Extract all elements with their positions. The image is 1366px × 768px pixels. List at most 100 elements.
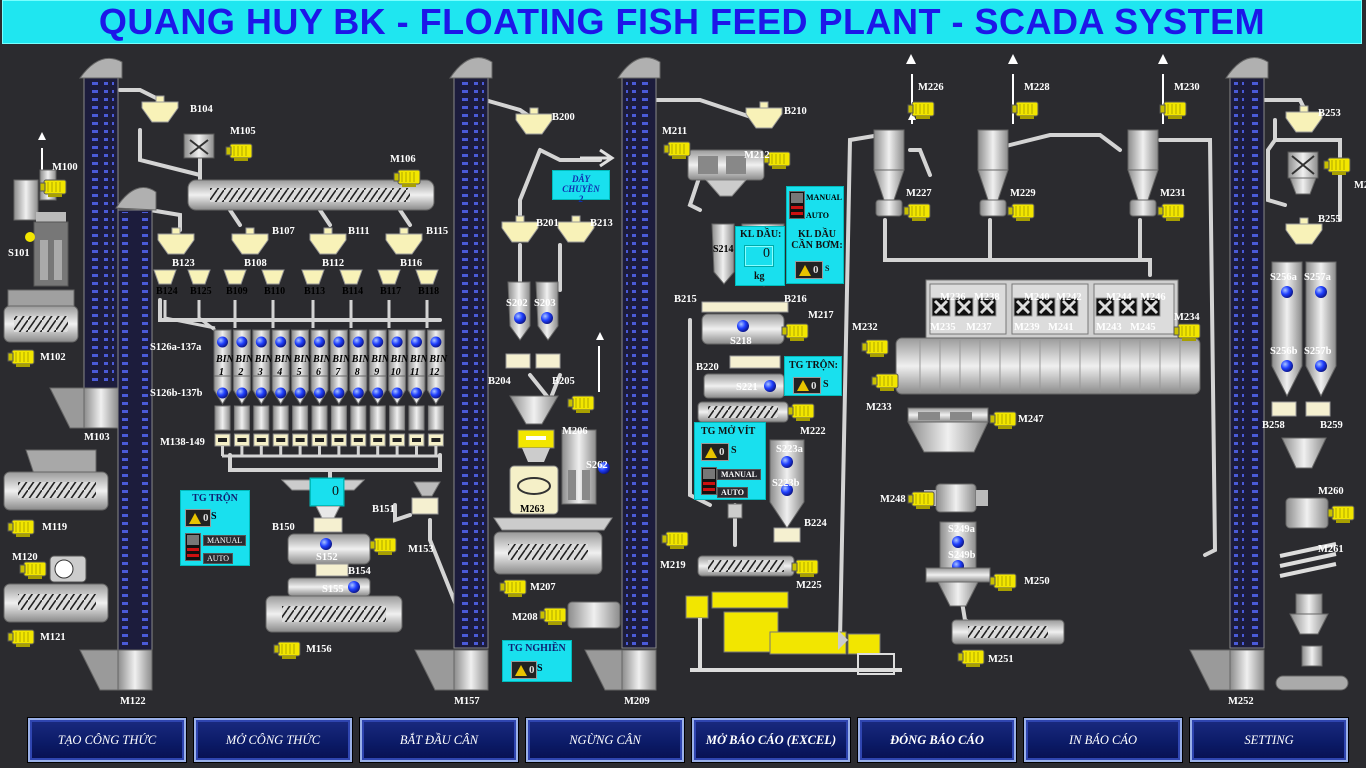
level-sensor-high (217, 336, 228, 348)
manual-auto-switch-3[interactable] (701, 467, 717, 495)
bin-prefix-label: BIN (331, 354, 351, 365)
auto-button-1[interactable]: AUTO (203, 553, 234, 564)
create-recipe-button[interactable]: TẠO CÔNG THỨC (28, 718, 186, 762)
label-m222: M222 (800, 426, 826, 437)
open-report-excel-button[interactable]: MỞ BÁO CÁO (EXCEL) (692, 718, 850, 762)
label-m242: M242 (1056, 292, 1082, 303)
label-m250: M250 (1024, 576, 1050, 587)
bin-number-label: 10 (391, 367, 401, 378)
label-b117: B117 (380, 286, 401, 297)
label-b205: B205 (552, 376, 575, 387)
intake-station (3, 132, 79, 368)
label-m230: M230 (1174, 82, 1200, 93)
label-b107: B107 (272, 226, 295, 237)
manual-auto-switch-1[interactable] (185, 533, 201, 561)
manual-auto-switch-2[interactable] (789, 191, 805, 219)
label-b115: B115 (426, 226, 448, 237)
level-sensor-low (236, 387, 248, 399)
bin-number-label: 8 (355, 367, 360, 378)
label-s152: S152 (316, 552, 338, 563)
level-sensor-low (217, 387, 228, 399)
cooler (907, 407, 1065, 668)
label-b154: B154 (348, 566, 372, 577)
kl-dau-can-bom-value[interactable]: 0 (795, 261, 823, 279)
label-b220: B220 (696, 362, 719, 373)
tg-nghien-value[interactable]: 0 (511, 661, 537, 679)
level-sensor-low (411, 387, 422, 399)
tg-mo-vit-value[interactable]: 0 (701, 443, 729, 461)
bin-number-label: 2 (237, 367, 243, 378)
setting-button[interactable]: SETTING (1190, 718, 1348, 762)
cyclone-3 (1127, 54, 1187, 222)
open-recipe-button[interactable]: MỞ CÔNG THỨC (194, 718, 352, 762)
label-b151: B151 (372, 504, 395, 515)
label-m237: M237 (966, 322, 992, 333)
label-m247: M247 (1018, 414, 1044, 425)
manual-button-1[interactable]: MANUAL (203, 535, 247, 546)
bin-number-label: 4 (276, 367, 282, 378)
label-m208: M208 (512, 612, 538, 623)
fan-icon (1013, 297, 1033, 317)
label-b204: B204 (488, 376, 512, 387)
tg-tron-value-1[interactable]: 0 (185, 509, 211, 527)
tg-tron-value-2[interactable]: 0 (793, 377, 821, 394)
print-report-button[interactable]: IN BÁO CÁO (1024, 718, 1182, 762)
kl-dau-panel: KL DẦU: 0 kg (735, 226, 785, 286)
bucket-elevator-5 (1189, 57, 1269, 691)
manual-button-2[interactable]: MANUAL (806, 193, 842, 202)
label-b114: B114 (342, 286, 363, 297)
label-m219: M219 (660, 560, 686, 571)
scale-display-1: 0 (310, 478, 344, 506)
auto-button-3[interactable]: AUTO (717, 487, 748, 498)
stop-weighing-button[interactable]: NGỪNG CÂN (526, 718, 684, 762)
fan-icon (954, 297, 974, 317)
level-sensor-low (294, 387, 306, 399)
level-sensor-low (333, 387, 345, 399)
auto-button-2[interactable]: AUTO (806, 211, 829, 220)
label-b108: B108 (244, 258, 267, 269)
start-weighing-button[interactable]: BẮT ĐẦU CÂN (360, 718, 518, 762)
label-s256b: S256b (1270, 346, 1298, 357)
label-s155: S155 (322, 584, 344, 595)
label-b104: B104 (190, 104, 214, 115)
label-m251: M251 (988, 654, 1014, 665)
label-s257a: S257a (1304, 272, 1332, 283)
label-m103: M103 (84, 432, 110, 443)
bin-prefix-label: BIN (428, 354, 448, 365)
label-m119: M119 (42, 522, 67, 533)
label-b255: B255 (1318, 214, 1341, 225)
label-m263: M263 (520, 504, 544, 515)
label-s223b: S223b (772, 478, 800, 489)
close-report-button[interactable]: ĐÓNG BÁO CÁO (858, 718, 1016, 762)
label-b224: B224 (804, 518, 828, 529)
label-m211: M211 (662, 126, 687, 137)
level-sensor-high (391, 336, 403, 348)
label-s262: S262 (586, 460, 608, 471)
label-m102: M102 (40, 352, 66, 363)
button-bar: TẠO CÔNG THỨC MỞ CÔNG THỨC BẮT ĐẦU CÂN N… (0, 712, 1366, 768)
level-sensor-low (314, 387, 325, 399)
label-m254: M254 (1354, 180, 1366, 191)
bin-prefix-label: BIN (293, 354, 313, 365)
level-sensor-high (255, 336, 267, 348)
level-sensor-high (372, 336, 384, 348)
label-s101: S101 (8, 248, 30, 259)
bin-number-label: 3 (257, 367, 263, 378)
label-m243: M243 (1096, 322, 1122, 333)
level-sensor-low (255, 387, 267, 399)
tg-tron-panel-1: TG TRỘN 0 S MANUAL AUTO (180, 490, 250, 566)
level-sensor-high (294, 336, 306, 348)
bin-prefix-label: BIN (312, 354, 332, 365)
label-s214: S214 (713, 244, 734, 255)
level-sensor-high (352, 336, 364, 348)
warning-icon (705, 446, 717, 458)
label-m157: M157 (454, 696, 480, 707)
label-b201: B201 (536, 218, 559, 229)
label-m231: M231 (1160, 188, 1186, 199)
manual-button-3[interactable]: MANUAL (717, 469, 761, 480)
